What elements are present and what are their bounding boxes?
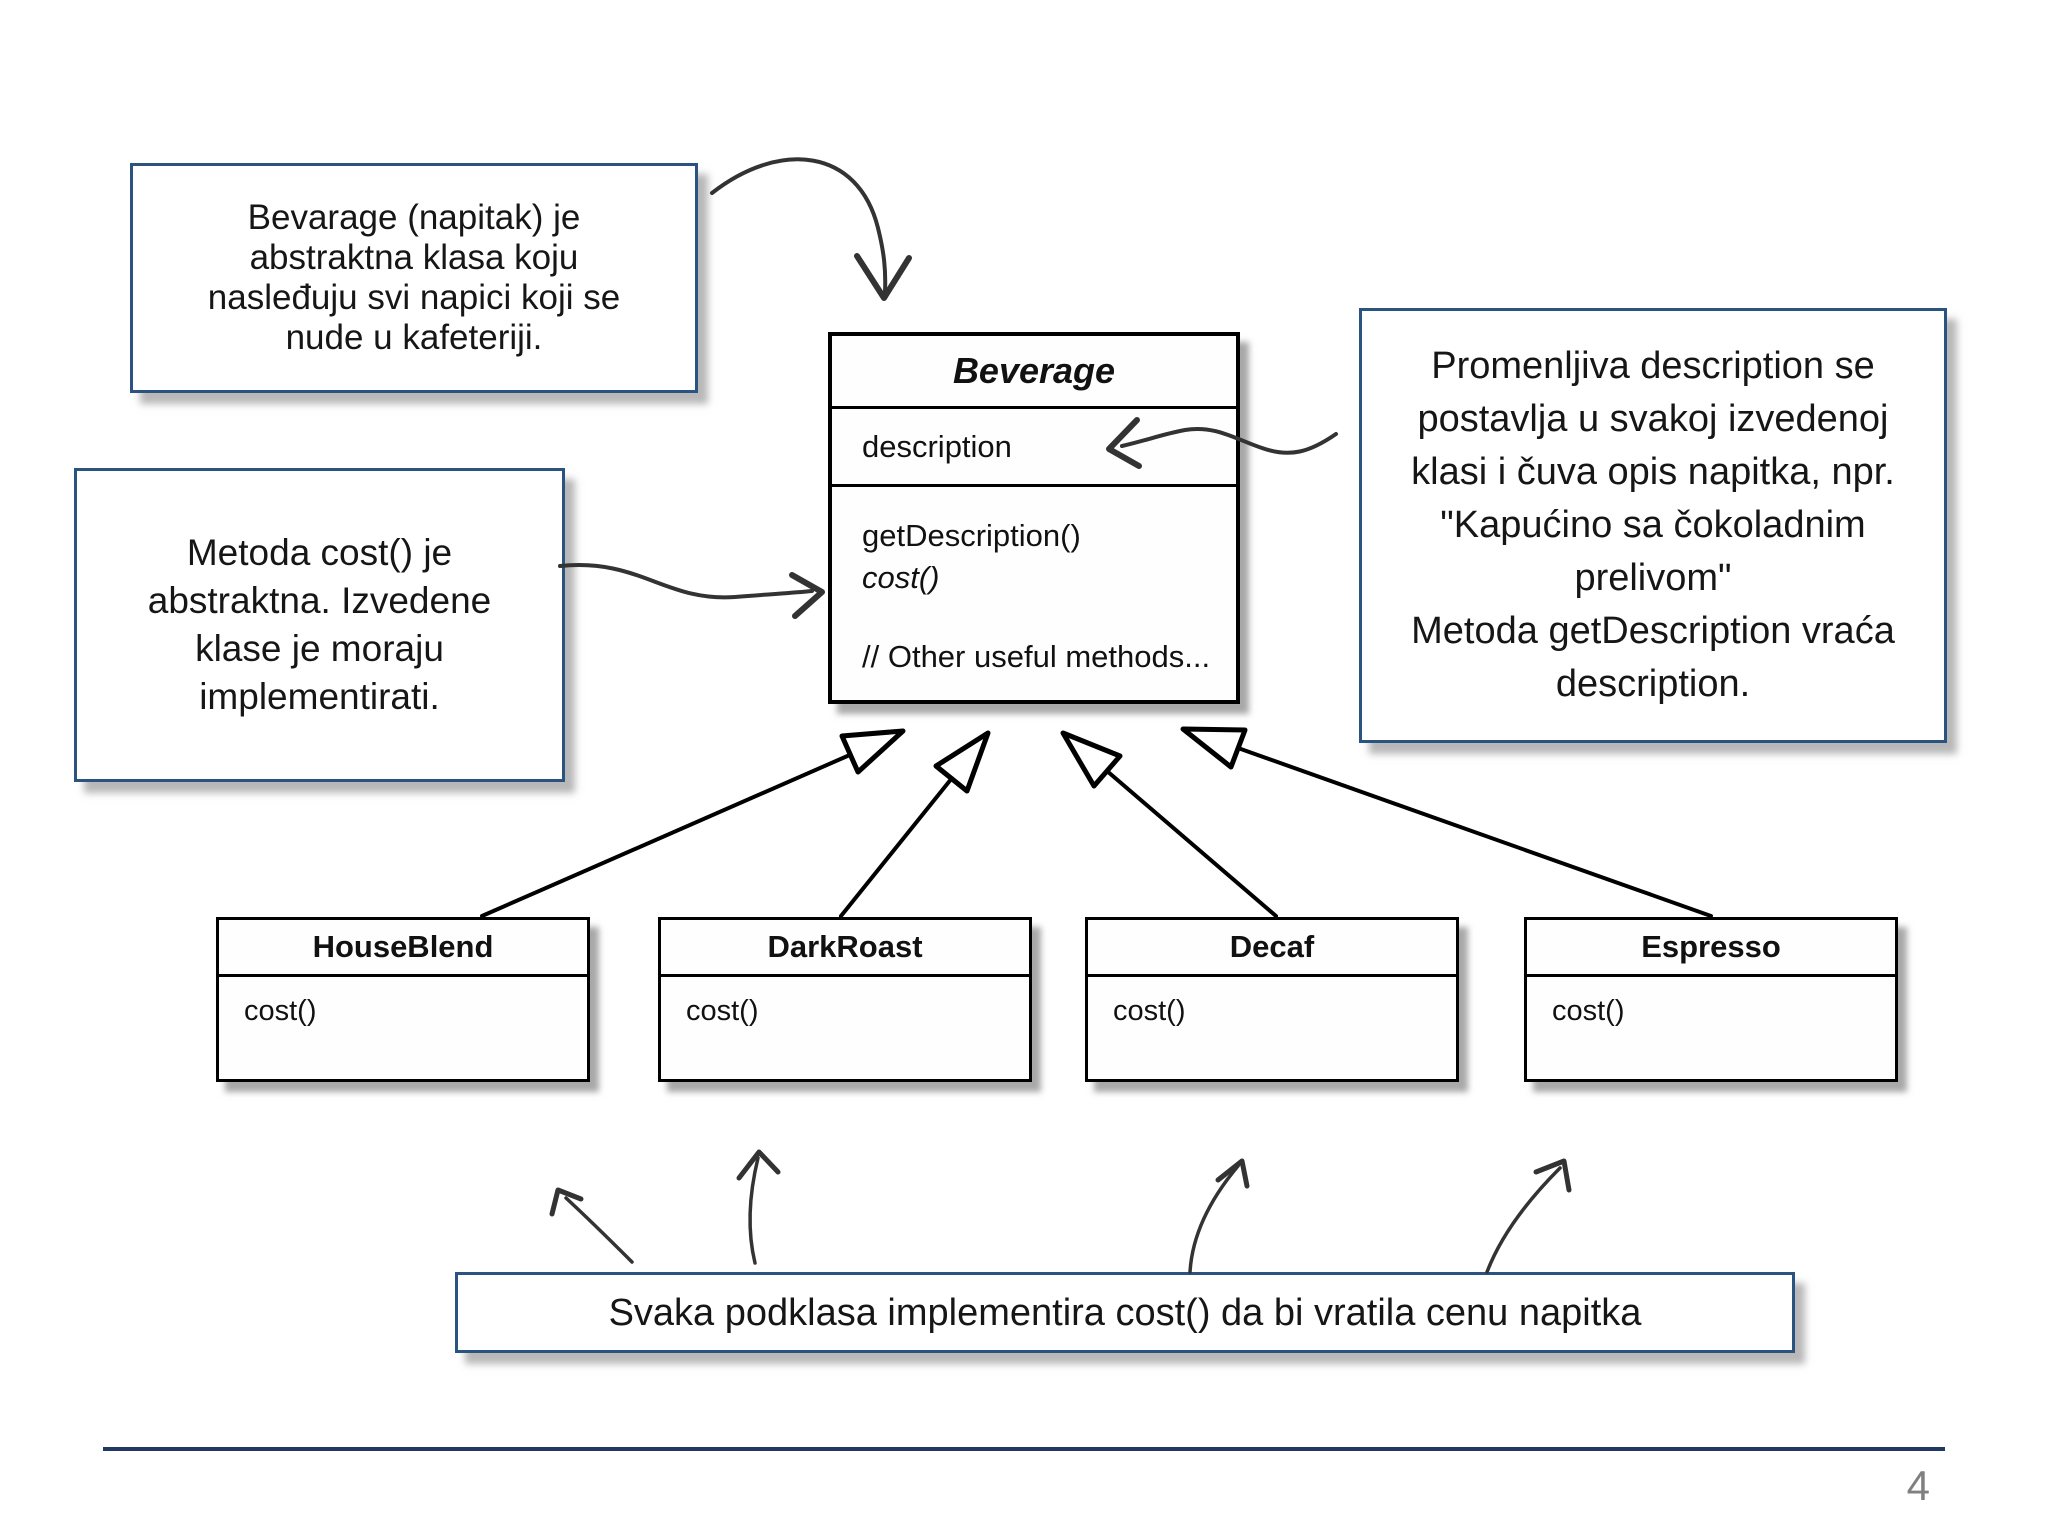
note-description-variable: Promenljiva description se postavlja u s… [1359,308,1947,743]
note-description-variable-text: Promenljiva description se postavlja u s… [1411,345,1895,705]
inheritance-espresso [1180,726,1713,918]
note-subclass-cost: Svaka podklasa implementira cost() da bi… [455,1272,1795,1353]
class-houseblend-name: HouseBlend [219,920,587,977]
note-subclass-cost-text: Svaka podklasa implementira cost() da bi… [608,1291,1642,1334]
page-number: 4 [1906,1462,1930,1509]
class-beverage-comment: // Other useful methods... [862,639,1211,674]
class-decaf-name: Decaf [1088,920,1456,977]
class-beverage: Beverage description getDescription() co… [828,332,1240,704]
note-beverage-abstract: Bevarage (napitak) je abstraktna klasa k… [130,163,698,393]
arrow-bottom-to-houseblend [549,1187,634,1264]
class-darkroast-name: DarkRoast [661,920,1029,977]
class-beverage-name: Beverage [832,336,1236,409]
class-beverage-method-getdescription: getDescription() [862,518,1081,553]
arrow-bottom-to-darkroast [736,1149,781,1265]
note-beverage-abstract-text: Bevarage (napitak) je abstraktna klasa k… [207,198,621,357]
class-espresso-name: Espresso [1527,920,1895,977]
class-espresso-method-cost: cost() [1552,995,1625,1027]
class-decaf: Decaf cost() [1085,917,1459,1082]
class-decaf-method-cost: cost() [1113,995,1186,1027]
arrow-note-to-beverage-top [710,157,912,301]
class-houseblend-method-cost: cost() [244,995,317,1027]
arrow-bottom-to-espresso [1485,1158,1572,1274]
class-darkroast: DarkRoast cost() [658,917,1032,1082]
inheritance-darkroast [839,730,991,918]
note-cost-abstract-text: Metoda cost() je abstraktna. Izvedene kl… [147,532,492,717]
class-darkroast-method-cost: cost() [686,995,759,1027]
class-beverage-method-list: getDescription() cost() [862,515,1216,599]
note-cost-abstract: Metoda cost() je abstraktna. Izvedene kl… [74,468,565,782]
class-beverage-attribute: description [832,409,1236,487]
arrow-note-to-cost-method [558,563,825,619]
class-beverage-method-cost: cost() [862,560,940,595]
class-espresso: Espresso cost() [1524,917,1898,1082]
inheritance-decaf [1060,730,1278,918]
class-beverage-methods: getDescription() cost() // Other useful … [832,487,1236,700]
class-houseblend: HouseBlend cost() [216,917,590,1082]
arrow-bottom-to-decaf [1188,1158,1250,1274]
footer-divider [103,1447,1945,1451]
